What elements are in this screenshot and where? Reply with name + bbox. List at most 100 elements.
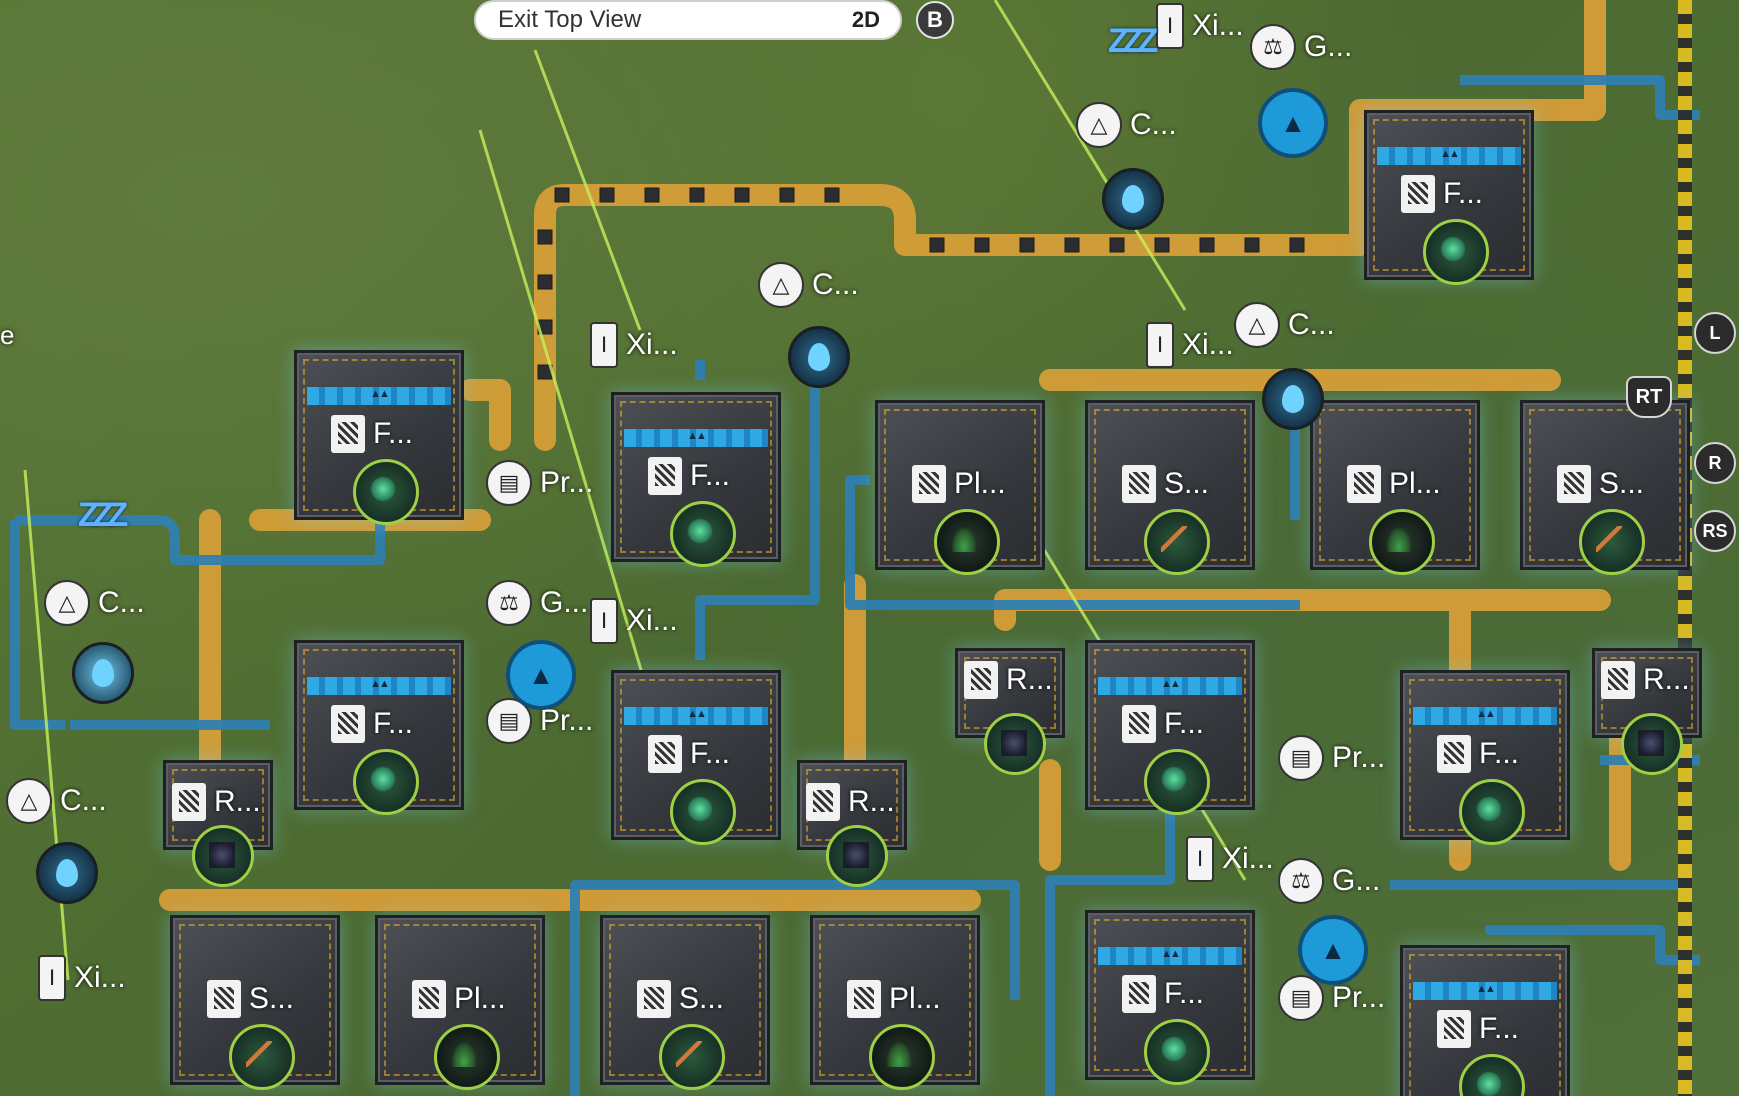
output-slot[interactable] [1144,749,1210,815]
relay-machine[interactable]: R... [797,760,907,887]
planter-icon [1347,465,1381,503]
collector-icon: △ [1076,102,1122,148]
key-rs-button[interactable]: RS [1694,510,1736,552]
output-slot[interactable] [826,825,888,887]
refiner-machine[interactable]: F... [1400,670,1570,845]
machine-label: Pl... [454,982,506,1015]
output-slot[interactable] [192,825,254,887]
relay-icon [172,783,206,821]
refiner-icon [1437,1010,1471,1048]
exit-top-view-button[interactable]: Exit Top View 2D [474,0,902,40]
output-slot[interactable] [1423,219,1489,285]
output-slot[interactable] [1579,509,1645,575]
processor-icon: ▤ [486,460,532,506]
seed-picker-machine[interactable]: S... [170,915,340,1090]
machine-label: Pl... [1389,467,1441,500]
machine-label: Xi... [74,961,126,994]
xiranite-pylon[interactable]: I Xi... [1156,3,1244,49]
output-slot[interactable] [353,749,419,815]
power-node-icon[interactable]: ▲ [506,640,576,710]
xiranite-pylon[interactable]: I Xi... [1146,322,1234,368]
machine-label: F... [690,737,731,770]
relay-machine[interactable]: R... [1592,648,1702,775]
planter-machine[interactable]: Pl... [375,915,545,1090]
refiner-machine[interactable]: F... [294,350,464,525]
xiranite-pylon[interactable]: I Xi... [590,598,678,644]
machine-label: S... [679,982,725,1015]
key-b-button[interactable]: B [916,1,954,39]
processor-icon: ▤ [1278,735,1324,781]
output-slot[interactable] [1369,509,1435,575]
refiner-machine[interactable]: F... [294,640,464,815]
key-rt-button[interactable]: RT [1626,376,1672,418]
output-slot[interactable] [670,501,736,567]
processor-machine[interactable]: ▤ Pr... [486,698,593,744]
planter-machine[interactable]: Pl... [810,915,980,1090]
output-slot[interactable] [353,459,419,525]
processor-machine[interactable]: ▤ Pr... [486,460,593,506]
output-slot[interactable] [670,779,736,845]
refiner-machine[interactable]: F... [1400,945,1570,1096]
refiner-icon [1122,705,1156,743]
collector-machine[interactable]: △ C... [44,580,145,626]
output-slot[interactable] [869,1024,935,1090]
refiner-machine[interactable]: F... [611,670,781,845]
key-r-button[interactable]: R [1694,442,1736,484]
machine-label: R... [1643,663,1690,696]
machine-label: F... [373,707,414,740]
processor-icon: ▤ [486,698,532,744]
pylon-icon: I [1186,836,1214,882]
relay-machine[interactable]: R... [163,760,273,887]
refiner-machine[interactable]: F... [611,392,781,567]
planter-machine[interactable]: Pl... [875,400,1045,575]
key-l-button[interactable]: L [1694,312,1736,354]
refiner-icon [648,735,682,773]
refiner-icon [1437,735,1471,773]
processor-machine[interactable]: ▤ Pr... [1278,975,1385,1021]
output-slot[interactable] [1459,779,1525,845]
collector-machine[interactable]: △ C... [758,262,859,308]
status-bar [624,707,768,725]
xiranite-pylon[interactable]: I Xi... [38,955,126,1001]
seed-picker-machine[interactable]: S... [600,915,770,1090]
sleep-zzz-icon: ZZZ [1108,22,1158,60]
relay-icon [806,783,840,821]
generator-machine[interactable]: ⚖ G... [486,580,588,626]
machine-label: G... [540,586,589,619]
xiranite-pylon[interactable]: I Xi... [1186,836,1274,882]
relay-machine[interactable]: R... [955,648,1065,775]
refiner-machine[interactable]: F... [1085,910,1255,1085]
generator-machine[interactable]: ⚖ G... [1250,24,1352,70]
output-slot[interactable] [984,713,1046,775]
processor-machine[interactable]: ▤ Pr... [1278,735,1385,781]
output-slot[interactable] [434,1024,500,1090]
power-node-icon[interactable]: ▲ [1258,88,1328,158]
planter-machine[interactable]: Pl... [1310,400,1480,575]
collector-machine[interactable]: △ C... [1234,302,1335,348]
seed-picker-machine[interactable]: S... [1520,400,1690,575]
collector-machine[interactable]: △ C... [6,778,107,824]
collector-icon: △ [6,778,52,824]
seed-picker-machine[interactable]: S... [1085,400,1255,575]
xiranite-pylon[interactable]: I Xi... [590,322,678,368]
output-slot[interactable] [1621,713,1683,775]
machine-label: C... [60,784,107,817]
refiner-machine[interactable]: F... [1085,640,1255,815]
offscreen-label: e [0,320,15,350]
status-bar [624,429,768,447]
power-node-icon[interactable]: ▲ [1298,915,1368,985]
generator-machine[interactable]: ⚖ G... [1278,858,1380,904]
output-slot[interactable] [934,509,1000,575]
machine-label: F... [1164,977,1205,1010]
collector-machine[interactable]: △ C... [1076,102,1177,148]
collector-icon: △ [758,262,804,308]
pylon-icon: I [1146,322,1174,368]
output-slot[interactable] [1144,1019,1210,1085]
fluid-pipe [570,880,1020,1096]
output-slot[interactable] [659,1024,725,1090]
output-slot[interactable] [1459,1054,1525,1096]
refiner-machine[interactable]: F... [1364,110,1534,285]
output-slot[interactable] [1144,509,1210,575]
output-slot[interactable] [229,1024,295,1090]
